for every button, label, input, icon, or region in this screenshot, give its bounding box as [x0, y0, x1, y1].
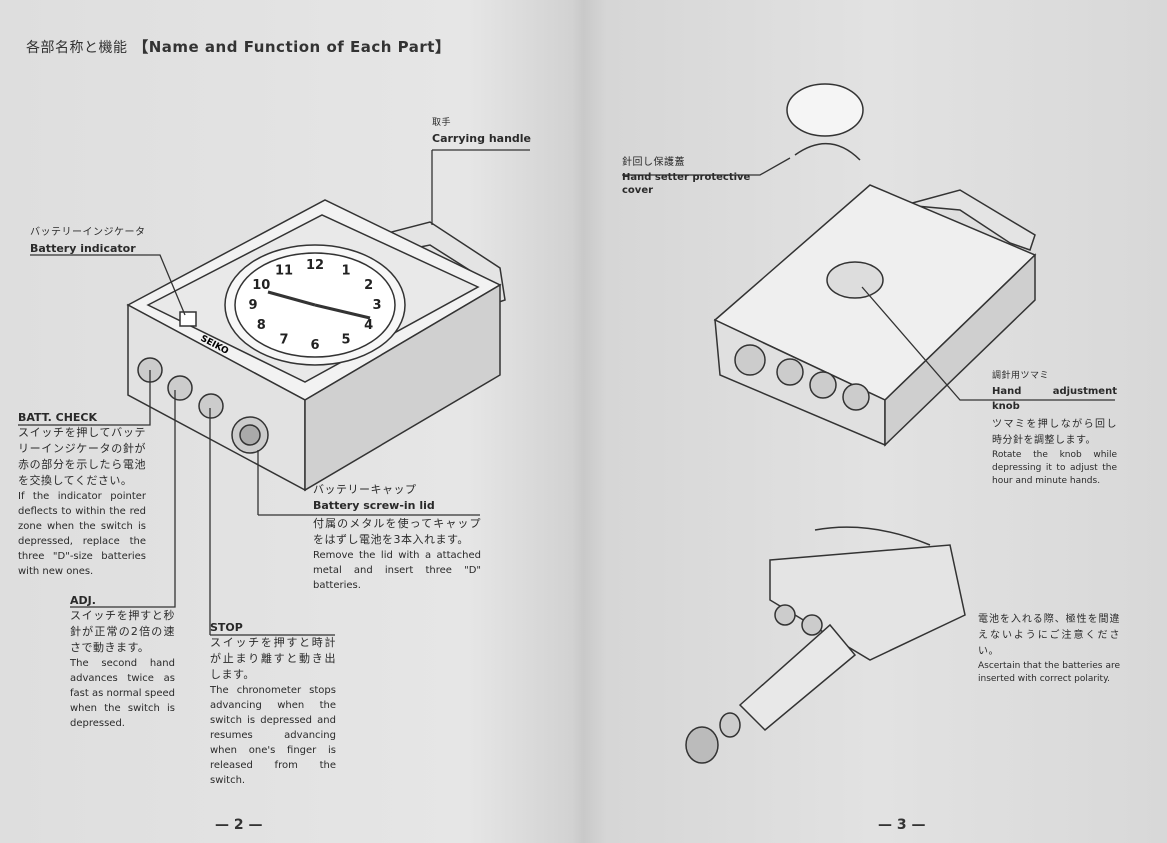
section-en: The chronometer stops advancing when the…: [210, 685, 336, 786]
section-en: The second hand advances twice as fast a…: [70, 658, 175, 729]
note-en: Ascertain that the batteries are inserte…: [978, 661, 1120, 684]
clock-numeral: 5: [341, 333, 350, 348]
section-en: Remove the lid with a attached metal and…: [313, 550, 481, 591]
battery-indicator: [179, 311, 197, 327]
page-number-left: — 2 —: [215, 817, 263, 833]
section-jp-label: バッテリーキャップ: [313, 483, 417, 496]
leader-lines: [18, 149, 530, 636]
section-heading: BATT. CHECK: [18, 411, 98, 424]
section-en: If the indicator pointer deflects to wit…: [18, 491, 146, 577]
section-jp: ツマミを押しながら回し時分針を調整します。: [992, 419, 1117, 446]
title-jp: 各部名称と機能: [26, 40, 128, 56]
hand-adjustment-knob: [826, 261, 884, 299]
adj-section: ADJ. スイッチを押すと秒針が正常の2倍の速さで動きます。 The secon…: [70, 593, 175, 731]
chronometer-illustration-right: [685, 83, 1037, 764]
clock-numeral: 4: [364, 318, 373, 333]
battery-indicator-label: バッテリーインジケータ Battery indicator: [30, 225, 146, 256]
clock-numeral: 7: [279, 333, 288, 348]
clock-numeral: 12: [306, 258, 324, 273]
hand-setter-cover: [786, 83, 864, 137]
section-heading: Hand adjustment knob: [992, 386, 1117, 412]
label-en: Carrying handle: [432, 132, 532, 145]
section-heading: Battery screw-in lid: [313, 499, 435, 512]
clock-numeral: 9: [248, 298, 257, 313]
clock-numbers: 12 12 3 45 6 789 10 11: [248, 258, 381, 353]
section-jp-label: 調針用ツマミ: [992, 371, 1050, 381]
section-jp: 付属のメタルを使ってキャップをはずし電池を3本入れます。: [313, 517, 481, 546]
page-title: 各部名称と機能 【Name and Function of Each Part】: [26, 36, 450, 57]
section-jp: スイッチを押すと秒針が正常の2倍の速さで動きます。: [70, 609, 175, 654]
adj-button: [167, 375, 193, 401]
label-jp: 針回し保護蓋: [622, 157, 685, 168]
label-jp: 取手: [432, 118, 452, 128]
carrying-handle-label: 取手 Carrying handle: [432, 115, 531, 146]
batt-check-section: BATT. CHECK スイッチを押してバッテリーインジケータの針が赤の部分を示…: [18, 410, 146, 579]
clock-numeral: 1: [341, 263, 350, 278]
stop-section: STOP スイッチを押すと時計が止まり離すと動き出します。 The chrono…: [210, 620, 336, 788]
battery-lid-section: バッテリーキャップ Battery screw-in lid 付属のメタルを使っ…: [313, 482, 481, 593]
batteries: [738, 623, 857, 732]
title-en: 【Name and Function of Each Part】: [133, 38, 451, 56]
hand-setter-cover-label: 針回し保護蓋 Hand setter protective cover: [622, 155, 762, 197]
section-jp: スイッチを押すと時計が止まり離すと動き出します。: [210, 636, 336, 681]
chronometer-illustration-left: [126, 199, 506, 492]
polarity-note: 電池を入れる際、極性を間違えないようにご注意ください。 Ascertain th…: [978, 612, 1120, 686]
hand-adjustment-knob-section: 調針用ツマミ Hand adjustment knob ツマミを押しながら回し時…: [992, 368, 1117, 488]
clock-numeral: 2: [364, 278, 373, 293]
clock-numeral: 6: [310, 338, 319, 353]
section-heading: STOP: [210, 621, 243, 634]
page-number-right: — 3 —: [878, 817, 926, 833]
label-jp: バッテリーインジケータ: [30, 227, 146, 238]
stop-button: [198, 393, 224, 419]
note-jp: 電池を入れる際、極性を間違えないようにご注意ください。: [978, 614, 1120, 657]
clock-numeral: 3: [372, 298, 381, 313]
label-en: Hand setter protective cover: [622, 172, 751, 196]
clock-numeral: 11: [275, 263, 293, 278]
section-jp: スイッチを押してバッテリーインジケータの針が赤の部分を示したら電池を交換してくだ…: [18, 426, 146, 487]
section-en: Rotate the knob while depressing it to a…: [992, 450, 1117, 486]
clock-numeral: 10: [252, 278, 270, 293]
section-heading: ADJ.: [70, 594, 96, 607]
clock-numeral: 8: [257, 318, 266, 333]
label-en: Battery indicator: [30, 242, 136, 255]
